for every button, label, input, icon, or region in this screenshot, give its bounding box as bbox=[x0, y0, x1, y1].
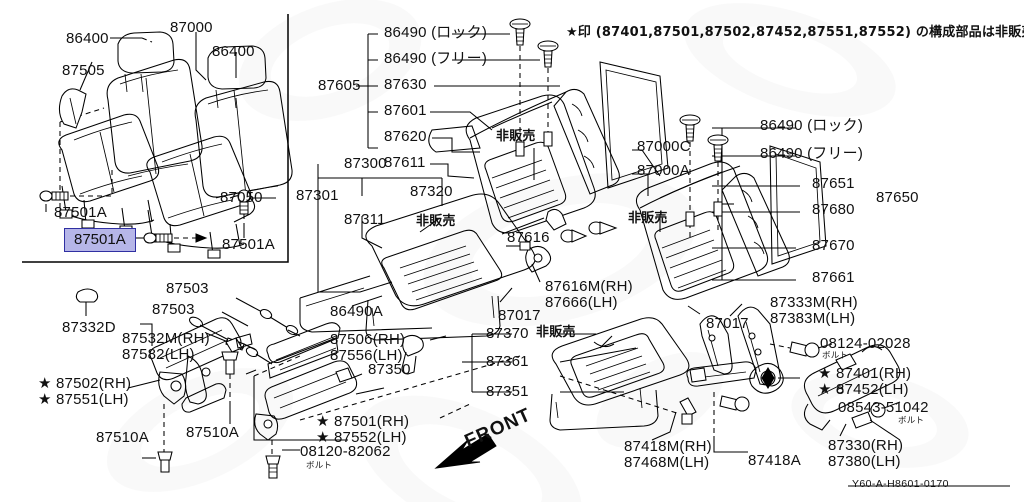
label-87332d: 87332D bbox=[62, 319, 116, 336]
label-87611: 87611 bbox=[384, 154, 426, 171]
label-87333m-rh: 87333M(RH) bbox=[770, 294, 858, 311]
label-87452-lh: ★ 87452(LH) bbox=[818, 381, 909, 398]
label-86490-free-right: 86490 (フリー) bbox=[760, 145, 864, 162]
bolt-icon-87418a bbox=[719, 395, 750, 412]
label-87630: 87630 bbox=[384, 76, 427, 93]
label-87418a: 87418A bbox=[748, 452, 801, 469]
highlighted-part-87501a[interactable]: 87501A bbox=[64, 228, 136, 252]
label-87680: 87680 bbox=[812, 201, 855, 218]
bolt-icon-87501a-1 bbox=[39, 190, 69, 202]
label-bolt-08124: 08124-02028 bbox=[820, 335, 911, 352]
label-87330-rh: 87330(RH) bbox=[828, 437, 904, 454]
label-87661: 87661 bbox=[812, 269, 855, 286]
label-group-87605: 87605 bbox=[318, 77, 361, 94]
label-87401-rh: ★ 87401(RH) bbox=[818, 365, 912, 382]
label-bolt-jp-08124: ボルト bbox=[822, 351, 849, 361]
drawing-number: Y60-A-H8601-0170 bbox=[852, 478, 949, 490]
label-87510a-mid: 87510A bbox=[186, 424, 239, 441]
bolt-icon-08543 bbox=[851, 402, 886, 429]
label-87370: 87370 bbox=[486, 325, 529, 342]
label-86490-lock-right: 86490 (ロック) bbox=[760, 117, 864, 134]
label-87351: 87351 bbox=[486, 383, 529, 400]
label-bolt-08543: 08543-51042 bbox=[838, 399, 929, 416]
note-star-parts: ★印 (87401,87501,87502,87452,87551,87552)… bbox=[566, 25, 1024, 40]
bolt-icon-86490-free-right bbox=[707, 134, 729, 162]
label-87502-rh: ★ 87502(RH) bbox=[38, 375, 132, 392]
label-87418m-rh: 87418M(RH) bbox=[624, 438, 712, 455]
label-87000c: 87000C bbox=[637, 138, 691, 155]
label-headrest-left: 86400 bbox=[66, 30, 109, 47]
label-nfs-pad: 非販売 bbox=[536, 325, 576, 340]
label-86490-free: 86490 (フリー) bbox=[384, 50, 488, 67]
label-87616m-rh: 87616M(RH) bbox=[545, 278, 633, 295]
label-87311: 87311 bbox=[344, 211, 386, 228]
label-bolt-jp-08120: ボルト bbox=[306, 461, 333, 471]
label-87551-lh: ★ 87551(LH) bbox=[38, 391, 129, 408]
bolt-icon-86490-lock-right bbox=[679, 114, 701, 142]
label-87301: 87301 bbox=[296, 187, 339, 204]
label-87383m-lh: 87383M(LH) bbox=[770, 310, 856, 327]
bolt-icon-86490-lock bbox=[509, 18, 531, 46]
bolt-icon-87418m bbox=[679, 397, 697, 425]
bolt-icon-87510a-mid bbox=[221, 351, 239, 375]
bolt-icon-87510a-left bbox=[157, 451, 173, 473]
label-87000a: 87000A bbox=[637, 162, 690, 179]
bolt-icon-86490-free bbox=[537, 40, 559, 68]
label-bolt-87501a-1: 87501A bbox=[54, 204, 107, 221]
label-87361: 87361 bbox=[486, 353, 529, 370]
label-87503-b: 87503 bbox=[152, 301, 195, 318]
label-bolt-87501a-2: 87501A bbox=[222, 236, 275, 253]
label-87670: 87670 bbox=[812, 237, 855, 254]
label-nfs-right: 非販売 bbox=[628, 211, 668, 226]
label-87501-rh: ★ 87501(RH) bbox=[316, 413, 410, 430]
label-87468m-lh: 87468M(LH) bbox=[624, 454, 710, 471]
label-87620: 87620 bbox=[384, 128, 427, 145]
label-87556-lh: 87556(LH) bbox=[330, 347, 403, 364]
label-87380-lh: 87380(LH) bbox=[828, 453, 901, 470]
label-87017-cushion: 87017 bbox=[498, 307, 541, 324]
bolt-icon-08120 bbox=[265, 455, 281, 479]
label-87552-lh: ★ 87552(LH) bbox=[316, 429, 407, 446]
bolt-icon-87616m bbox=[560, 229, 588, 243]
label-nfs-backrest: 非販売 bbox=[496, 129, 536, 144]
label-87506-rh: 87506(RH) bbox=[330, 331, 406, 348]
label-87510a-left: 87510A bbox=[96, 429, 149, 446]
label-seat-assy: 87000 bbox=[170, 19, 213, 36]
label-86490a: 86490A bbox=[330, 303, 383, 320]
label-headrest-right: 86400 bbox=[212, 43, 255, 60]
label-seat-rh: 87050 bbox=[220, 189, 263, 206]
label-side-trim: 87505 bbox=[62, 62, 105, 79]
label-87017-right: 87017 bbox=[706, 315, 749, 332]
label-86490-lock: 86490 (ロック) bbox=[384, 24, 488, 41]
label-group-87650: 87650 bbox=[876, 189, 919, 206]
label-87666-lh: 87666(LH) bbox=[545, 294, 618, 311]
label-87616: 87616 bbox=[507, 229, 550, 246]
bolt-icon-87501a-2 bbox=[143, 232, 173, 244]
bolt-icon-08124 bbox=[789, 341, 820, 358]
bolt-icon-87501a-3 bbox=[237, 189, 251, 215]
label-87651: 87651 bbox=[812, 175, 855, 192]
label-87320: 87320 bbox=[410, 183, 453, 200]
label-nfs-cushion: 非販売 bbox=[416, 214, 456, 229]
label-group-87300: 87300 bbox=[344, 155, 387, 172]
label-87503-a: 87503 bbox=[166, 280, 209, 297]
label-bolt-08120: 08120-82062 bbox=[300, 443, 391, 460]
label-87532m-rh: 87532M(RH) bbox=[122, 330, 210, 347]
label-bolt-jp-08543: ボルト bbox=[898, 416, 925, 426]
bolt-icon-87616-2 bbox=[588, 221, 618, 235]
label-87582-lh: 87582(LH) bbox=[122, 346, 195, 363]
label-87350: 87350 bbox=[368, 361, 411, 378]
label-87601: 87601 bbox=[384, 102, 427, 119]
front-arrow-icon bbox=[434, 433, 497, 469]
